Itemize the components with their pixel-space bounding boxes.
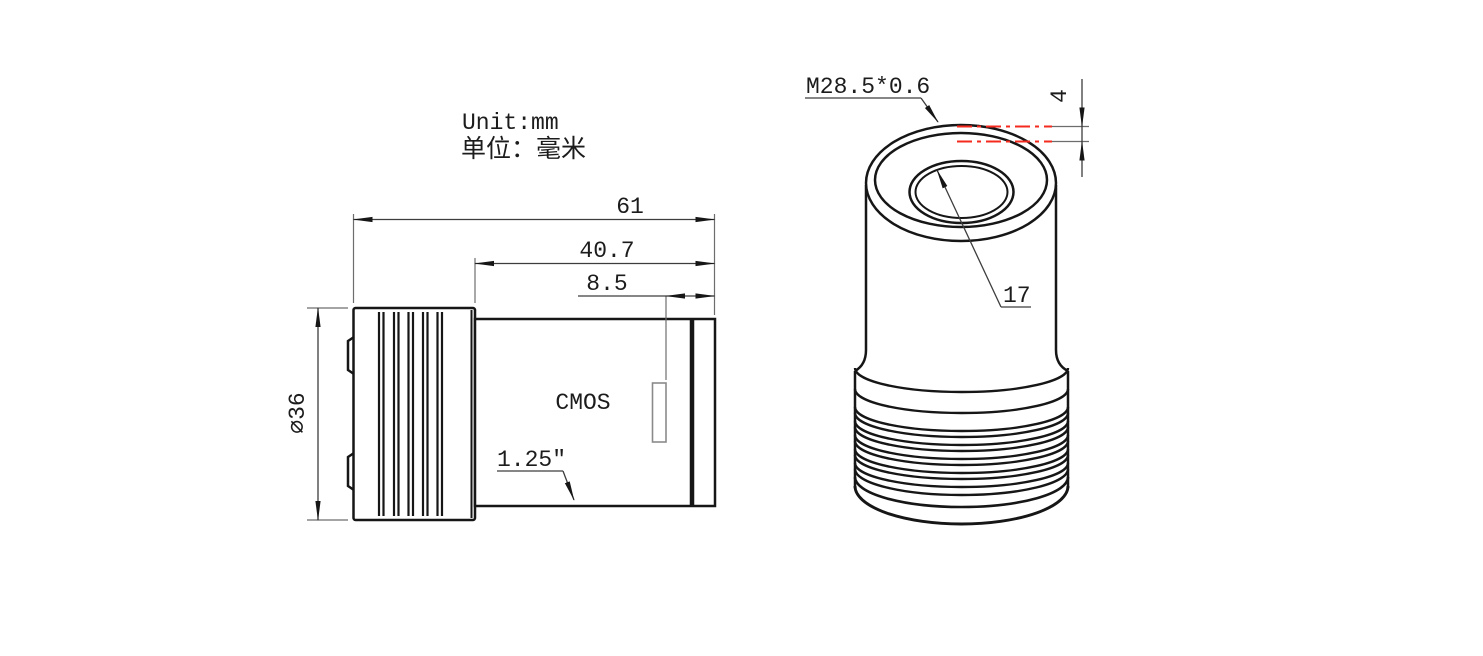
- dimension-nose-section: 40.7: [474, 238, 716, 303]
- shoulder-left: [854, 349, 868, 373]
- dimension-sensor-depth: 8.5: [578, 271, 716, 380]
- aperture-label: 17: [1003, 283, 1031, 309]
- body-diameter-label: ∅36: [285, 392, 311, 433]
- dimension-thread-length: 4: [1047, 79, 1085, 177]
- nosepiece-barrel: [473, 317, 717, 508]
- sensor-depth-label: 8.5: [586, 271, 627, 297]
- leader-nosepiece-size: 1.25″: [497, 447, 575, 501]
- aperture-outer-ellipse: [908, 159, 1015, 225]
- side-view: CMOS 1.25″ 61 40.7 8.5: [285, 194, 717, 522]
- leader-aperture: 17: [936, 169, 1031, 309]
- heatsink-fins: [377, 312, 444, 516]
- thread-section-arcs: [853, 367, 1070, 526]
- dimension-total-length: 61: [352, 194, 716, 315]
- thread-length-label: 4: [1047, 89, 1073, 103]
- front-view: 4 M28.5*0.6 17: [805, 74, 1089, 526]
- thread-spec-label: M28.5*0.6: [806, 74, 930, 100]
- aperture-inner-ellipse: [914, 165, 1009, 219]
- unit-note: Unit:mm 单位：毫米: [461, 110, 586, 163]
- cmos-label: CMOS: [555, 390, 610, 416]
- unit-label-en: Unit:mm: [462, 110, 559, 136]
- heatsink-body-outline: [352, 306, 477, 522]
- nose-section-label: 40.7: [579, 238, 634, 264]
- total-length-label: 61: [616, 194, 644, 220]
- leader-thread-spec: M28.5*0.6: [805, 74, 939, 123]
- dimension-body-diameter: ∅36: [285, 307, 348, 521]
- shoulder-right: [1054, 349, 1069, 373]
- nosepiece-size-label: 1.25″: [497, 447, 566, 473]
- unit-label-zh: 单位：毫米: [461, 135, 586, 163]
- cmos-sensor-marker: [651, 382, 667, 443]
